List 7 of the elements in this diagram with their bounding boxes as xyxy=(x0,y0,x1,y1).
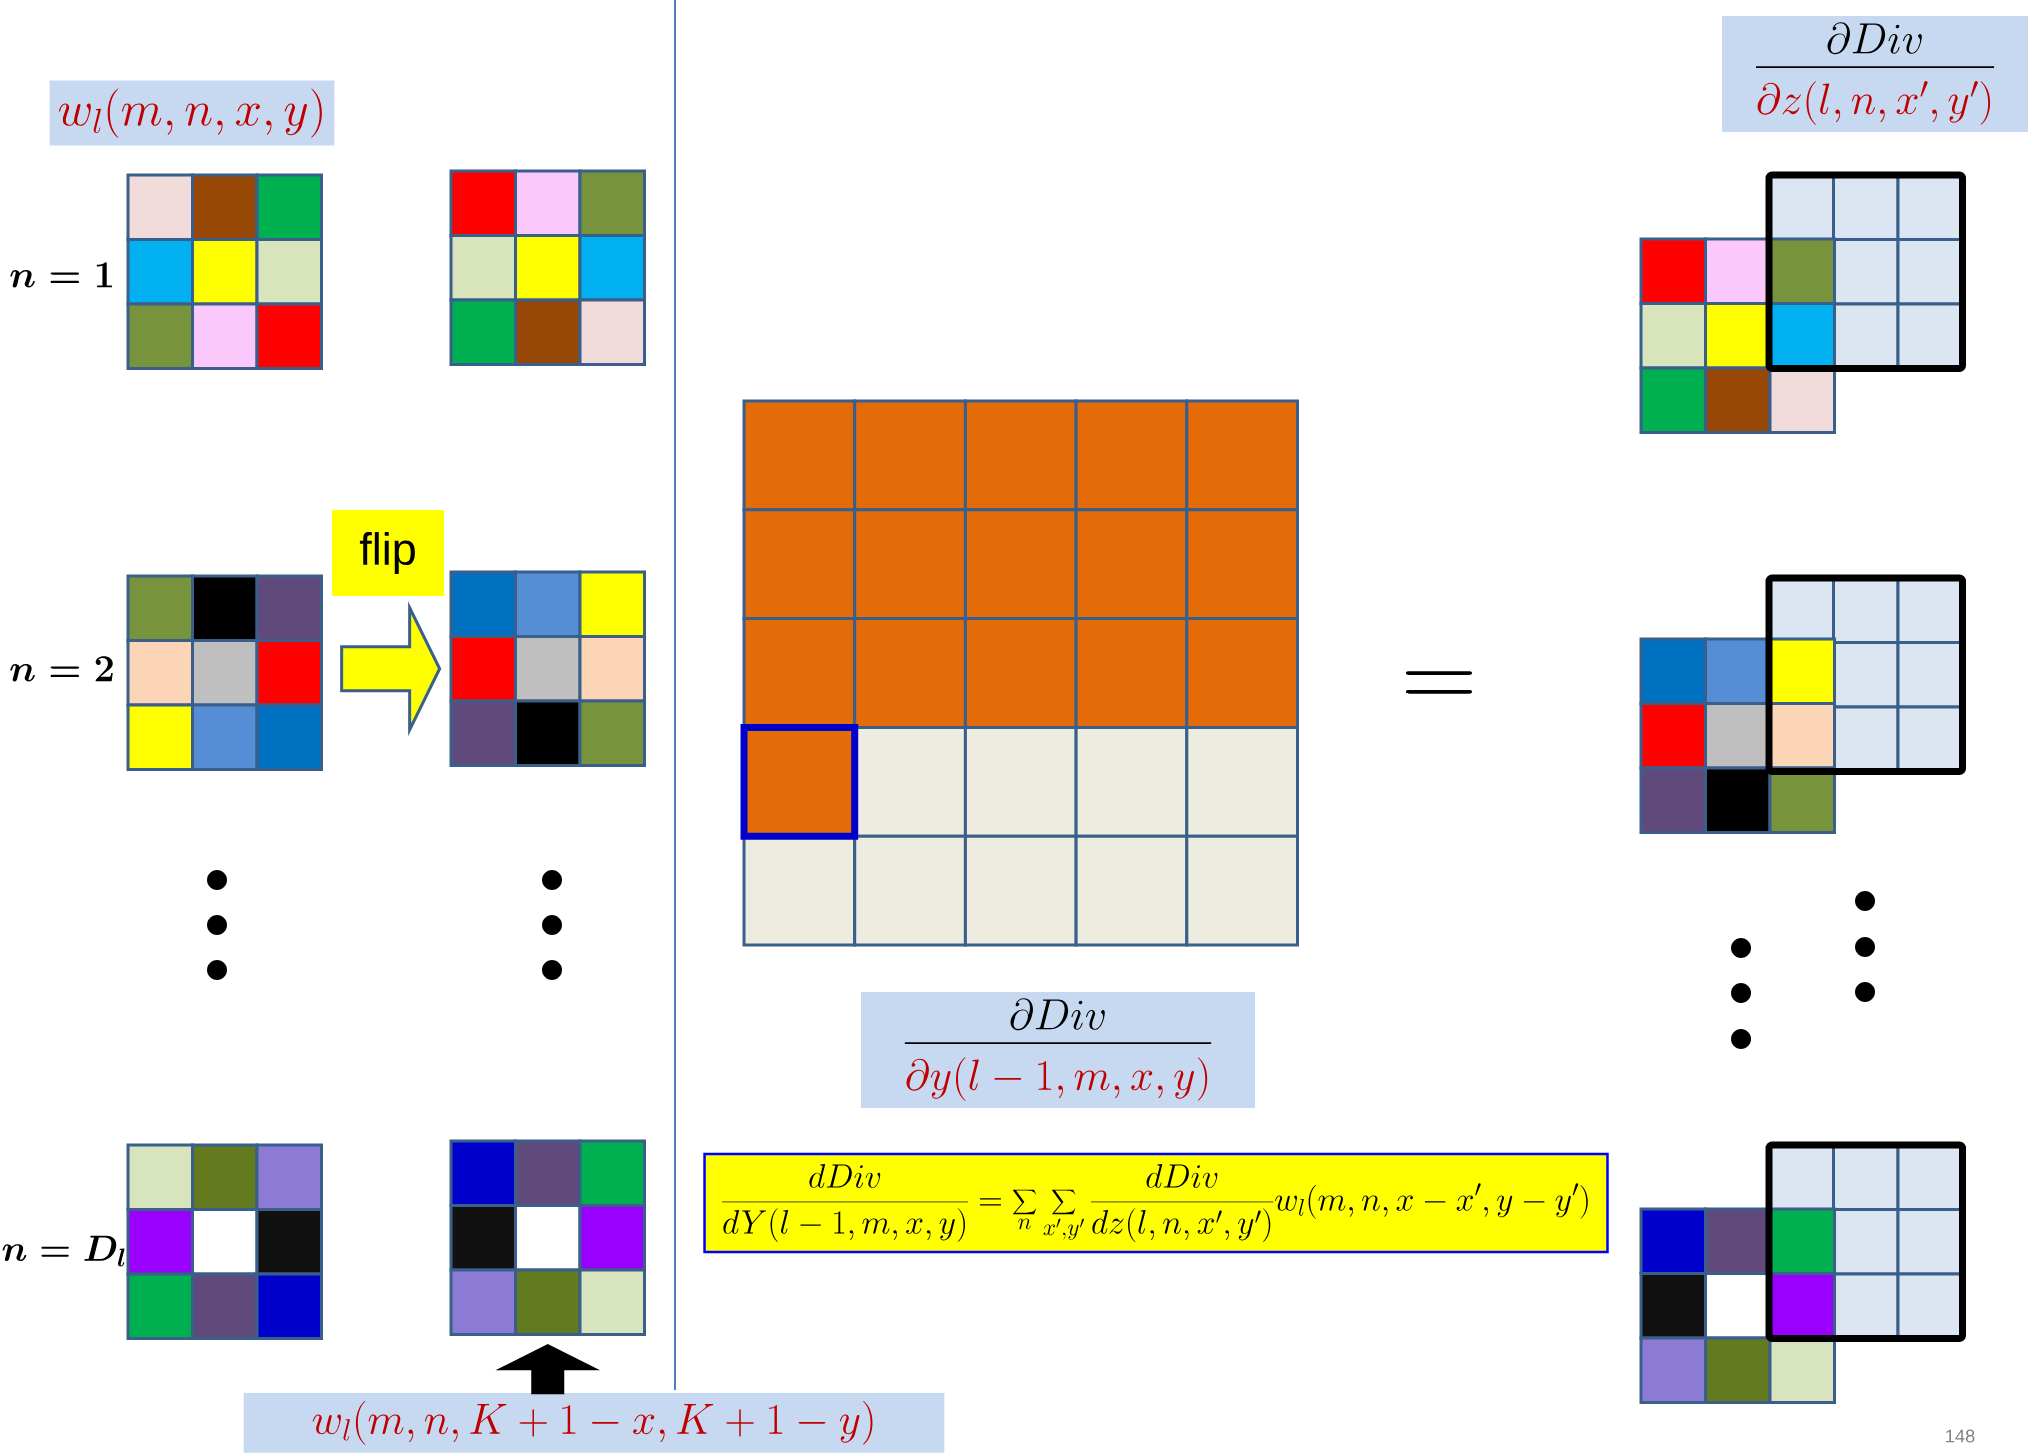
kernel-grid xyxy=(449,1139,646,1336)
flip-label: flip xyxy=(332,510,444,596)
kernel-grid xyxy=(449,570,646,767)
page-number: 148 xyxy=(1946,1429,1975,1443)
kernel-grid xyxy=(126,574,323,771)
block-arrow xyxy=(340,601,442,737)
block-arrow xyxy=(495,1344,601,1395)
